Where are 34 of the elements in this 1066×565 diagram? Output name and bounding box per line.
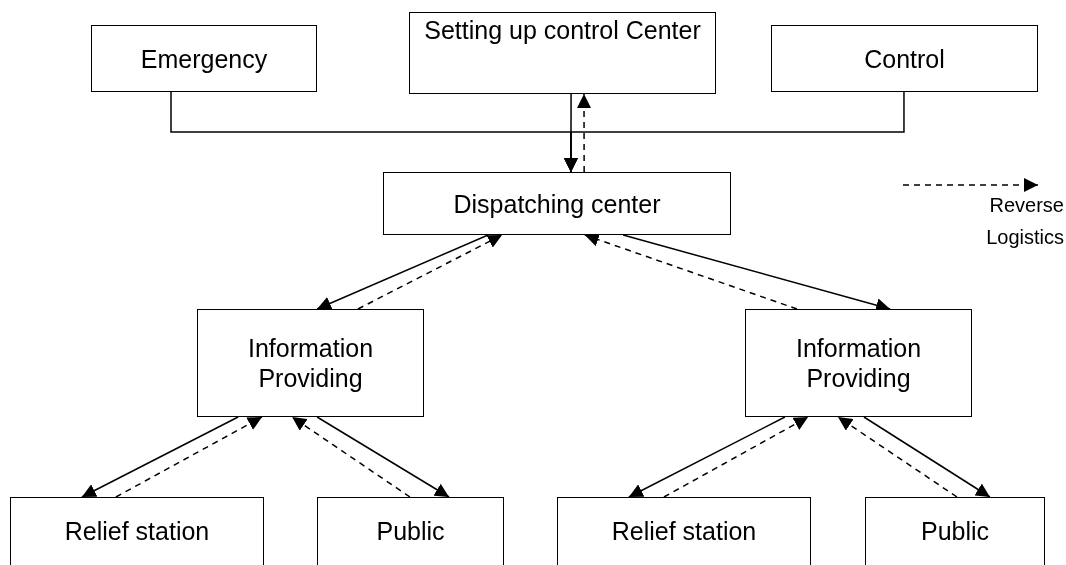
arrow	[316, 416, 450, 498]
arrow	[563, 93, 578, 173]
legend-label: Reverse Logistics	[985, 193, 1064, 250]
arrow	[863, 416, 991, 498]
process-box	[383, 172, 731, 235]
box-label: Public	[376, 516, 445, 546]
arrow	[837, 416, 958, 498]
box-label: Relief station	[611, 516, 757, 546]
arrow	[577, 93, 591, 173]
box-label: Relief station	[64, 516, 210, 546]
process-box	[771, 25, 1038, 92]
box-label: Information Providing	[794, 333, 923, 393]
box-label: Emergency	[140, 43, 268, 74]
process-box	[409, 12, 716, 94]
box-label: Information Providing	[246, 333, 375, 393]
process-box	[557, 497, 811, 565]
arrow	[316, 234, 489, 310]
box-label: Dispatching center	[453, 188, 661, 219]
arrow	[628, 416, 786, 498]
box-label: Control	[864, 43, 945, 74]
process-box	[10, 497, 264, 565]
arrow	[81, 416, 239, 498]
arrow	[357, 234, 503, 310]
process-box	[317, 497, 504, 565]
process-box	[865, 497, 1045, 565]
arrow	[584, 233, 798, 310]
arrow	[663, 416, 809, 498]
arrow	[115, 416, 263, 498]
process-box	[745, 309, 972, 417]
box-label: Public	[920, 516, 990, 546]
box-label: Setting up control Center	[424, 15, 701, 45]
process-box	[91, 25, 317, 92]
arrow	[291, 416, 411, 498]
process-box	[197, 309, 424, 417]
